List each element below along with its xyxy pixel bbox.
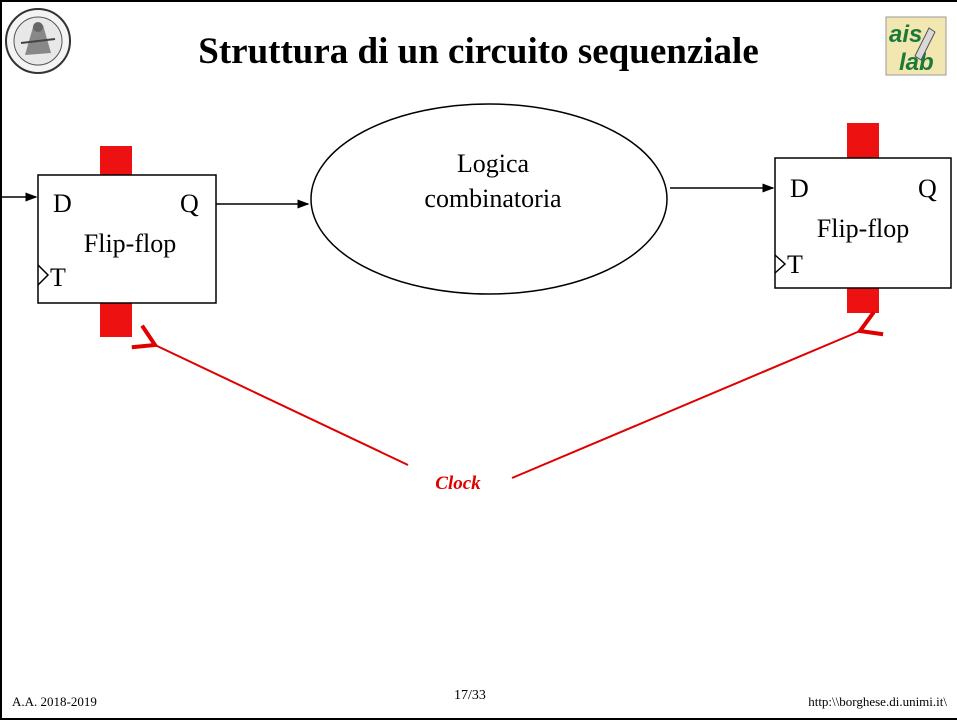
ais-lab-logo: ais lab xyxy=(885,16,947,76)
slide-border-top xyxy=(0,0,957,2)
flipflop-right-box xyxy=(774,157,952,289)
footer-page-number: 17/33 xyxy=(454,688,486,703)
combinational-logic: Logica combinatoria xyxy=(310,103,668,295)
university-seal-logo xyxy=(5,8,71,74)
clock-arrow-right xyxy=(511,310,884,479)
flipflop-left-d-label: D xyxy=(53,189,72,218)
flipflop-left-clock-top xyxy=(100,146,132,176)
flipflop-right-clock-triangle xyxy=(774,254,787,274)
flipflop-right-d-label: D xyxy=(790,174,809,203)
flipflop-left: D Q Flip-flop T xyxy=(37,146,217,337)
flipflop-right: D Q Flip-flop T xyxy=(774,123,952,313)
flipflop-left-q-label: Q xyxy=(180,189,199,218)
footer-url: http:\\borghese.di.unimi.it\ xyxy=(808,694,947,709)
slide-border-left xyxy=(0,0,2,720)
flipflop-right-clock-bottom xyxy=(847,288,879,313)
flipflop-right-q-label: Q xyxy=(918,174,937,203)
svg-text:ais: ais xyxy=(889,21,922,48)
flipflop-right-clock-top xyxy=(847,123,879,158)
flipflop-right-name: Flip-flop xyxy=(817,214,909,243)
clock-arrow-left xyxy=(131,324,409,466)
slide-title: Struttura di un circuito sequenziale xyxy=(198,31,759,72)
combinational-logic-line2: combinatoria xyxy=(424,184,562,213)
flipflop-left-clock-triangle xyxy=(37,264,50,286)
footer-academic-year: A.A. 2018-2019 xyxy=(12,694,97,709)
flipflop-left-t-label: T xyxy=(50,263,66,292)
combinational-logic-ellipse xyxy=(310,103,668,295)
flipflop-left-name: Flip-flop xyxy=(84,229,176,258)
combinational-logic-line1: Logica xyxy=(457,149,530,178)
slide-border-bottom xyxy=(0,718,957,720)
flipflop-left-box xyxy=(37,174,217,304)
clock-label: Clock xyxy=(435,473,481,494)
flipflop-left-clock-bottom xyxy=(100,302,132,337)
flipflop-right-t-label: T xyxy=(787,250,803,279)
